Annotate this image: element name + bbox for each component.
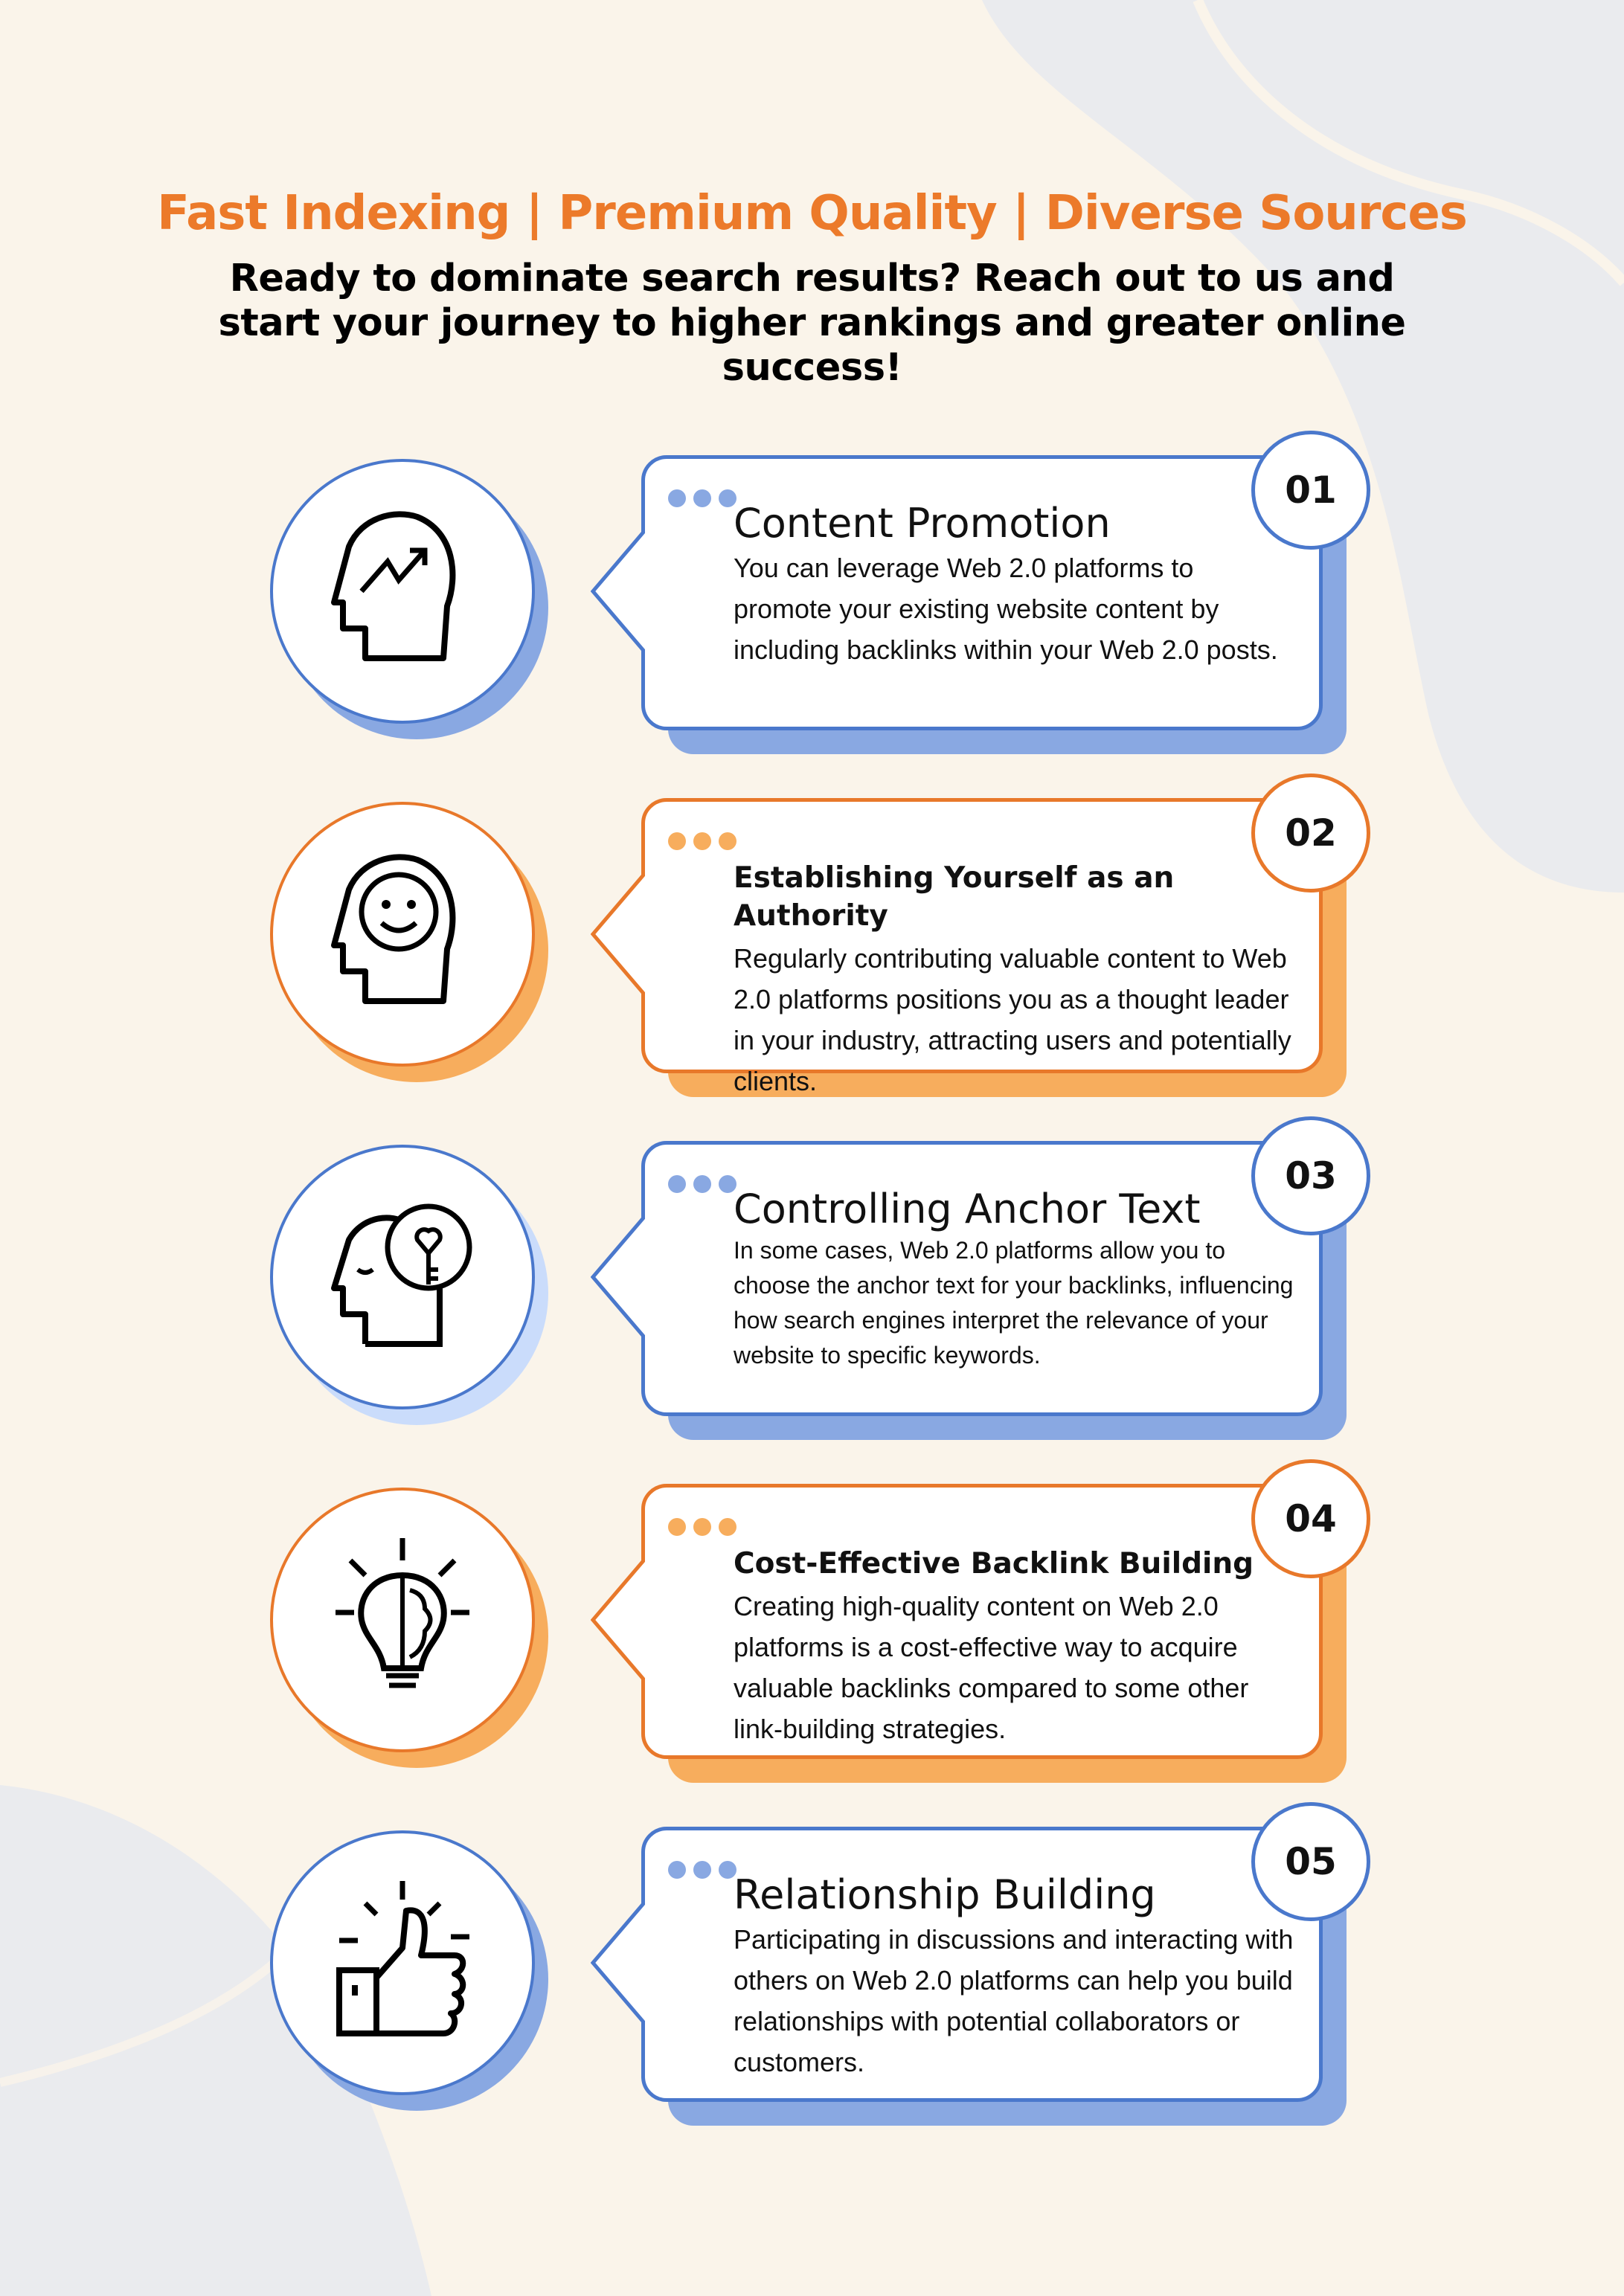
subtitle: Ready to dominate search results? Reach …: [218, 257, 1406, 390]
card-pointer: [591, 867, 650, 1001]
card-dot: [719, 1518, 736, 1536]
card-description: Regularly contributing valuable content …: [734, 943, 1291, 1096]
card-description: Creating high-quality content on Web 2.0…: [734, 1591, 1249, 1744]
card-text: Relationship Building Participating in d…: [734, 1871, 1299, 2083]
card-description: You can leverage Web 2.0 platforms to pr…: [734, 553, 1278, 665]
card-title: Establishing Yourself as an Authority: [734, 861, 1175, 933]
card-description: Participating in discussions and interac…: [734, 1924, 1294, 2077]
card-pointer: [591, 1896, 650, 2030]
card-text: Content Promotion You can leverage Web 2…: [734, 500, 1299, 670]
card-text: Controlling Anchor Text In some cases, W…: [734, 1186, 1299, 1373]
lightbulb-brain-icon: [336, 1538, 469, 1688]
card-dot: [668, 832, 686, 850]
card-dot: [693, 832, 711, 850]
step-number: 02: [1251, 774, 1370, 893]
card-pointer: [591, 1210, 650, 1344]
card-dot: [693, 1518, 711, 1536]
card-dot: [719, 1861, 736, 1879]
icon-circle: [270, 1145, 535, 1409]
head-growth-icon: [331, 511, 456, 661]
icon-circle: [270, 1488, 535, 1752]
card-dot: [693, 1175, 711, 1193]
step-number: 03: [1251, 1116, 1370, 1235]
thumbs-up-icon: [336, 1881, 469, 2036]
icon-circle: [270, 459, 535, 724]
card-pointer: [591, 1553, 650, 1687]
card-description: In some cases, Web 2.0 platforms allow y…: [734, 1237, 1294, 1369]
card-title: Cost-Effective Backlink Building: [734, 1547, 1254, 1580]
card-dot: [668, 489, 686, 507]
card: [641, 1141, 1323, 1416]
card-dot: [668, 1861, 686, 1879]
card-dot: [719, 832, 736, 850]
card: [641, 455, 1323, 730]
card-dot: [668, 1175, 686, 1193]
step-number: 04: [1251, 1459, 1370, 1578]
icon-circle: [270, 802, 535, 1067]
card: [641, 1827, 1323, 2102]
card-text: Establishing Yourself as an Authority Re…: [734, 859, 1299, 1102]
card-dot: [693, 1861, 711, 1879]
card-dot: [693, 489, 711, 507]
card-dot: [719, 1175, 736, 1193]
tagline: Fast Indexing | Premium Quality | Divers…: [157, 186, 1468, 241]
card-pointer: [591, 524, 650, 658]
icon-circle: [270, 1830, 535, 2095]
card-text: Cost-Effective Backlink Building Creatin…: [734, 1545, 1299, 1749]
step-number: 01: [1251, 431, 1370, 550]
card-title: Controlling Anchor Text: [734, 1186, 1201, 1232]
head-smile-icon: [331, 854, 456, 1004]
card-title: Relationship Building: [734, 1871, 1156, 1918]
card-dot: [719, 489, 736, 507]
card-title: Content Promotion: [734, 500, 1111, 547]
head-key-icon: [331, 1203, 472, 1347]
card: [641, 798, 1323, 1073]
card-dot: [668, 1518, 686, 1536]
step-number: 05: [1251, 1802, 1370, 1921]
